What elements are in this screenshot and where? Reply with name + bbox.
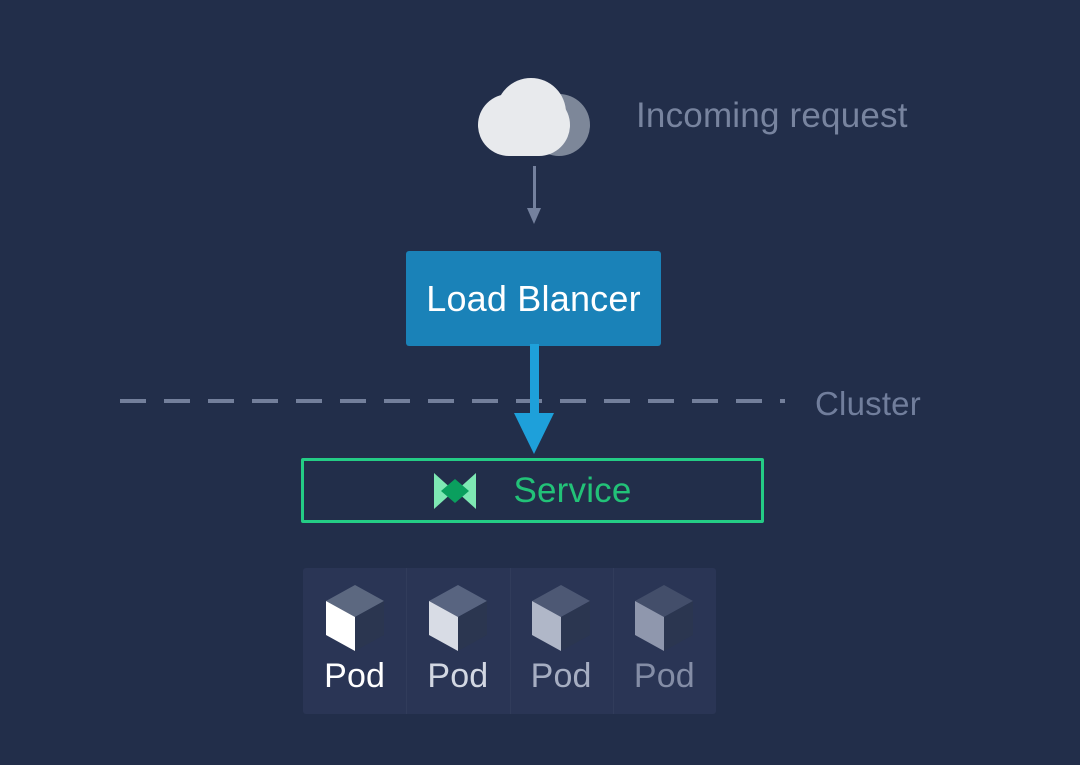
pod-label: Pod [530, 657, 592, 695]
pod-label: Pod [324, 657, 386, 695]
load-balancer-label: Load Blancer [426, 277, 641, 319]
pod-cube-icon [428, 585, 487, 651]
pod-cube-icon [532, 585, 591, 651]
cloud-top-puff [496, 78, 566, 148]
pod-item[interactable]: Pod [613, 568, 716, 714]
traffic-arrow-head [514, 413, 554, 454]
traffic-arrow-shaft [530, 344, 539, 416]
incoming-request-label: Incoming request [636, 96, 908, 135]
service-node[interactable]: Service [301, 458, 764, 523]
pod-cube-icon [635, 585, 694, 651]
arrow-down-icon [527, 166, 541, 224]
cloud-icon [478, 78, 590, 160]
cluster-boundary-line [120, 399, 785, 403]
service-label: Service [513, 470, 632, 510]
pod-item[interactable]: Pod [510, 568, 613, 714]
cluster-label: Cluster [815, 385, 921, 422]
pods-panel: Pod Pod Pod Pod [303, 568, 716, 714]
service-content: Service [433, 471, 631, 511]
pod-cube-icon [325, 585, 384, 651]
service-bowtie-icon [434, 472, 477, 509]
pod-label: Pod [427, 657, 489, 695]
pod-item[interactable]: Pod [303, 568, 406, 714]
arrow-shaft [533, 166, 536, 210]
pod-label: Pod [633, 657, 695, 695]
load-balancer-node[interactable]: Load Blancer [406, 251, 661, 346]
pod-item[interactable]: Pod [406, 568, 509, 714]
arrow-head [527, 208, 541, 224]
arrow-down-thick-icon [508, 344, 560, 454]
